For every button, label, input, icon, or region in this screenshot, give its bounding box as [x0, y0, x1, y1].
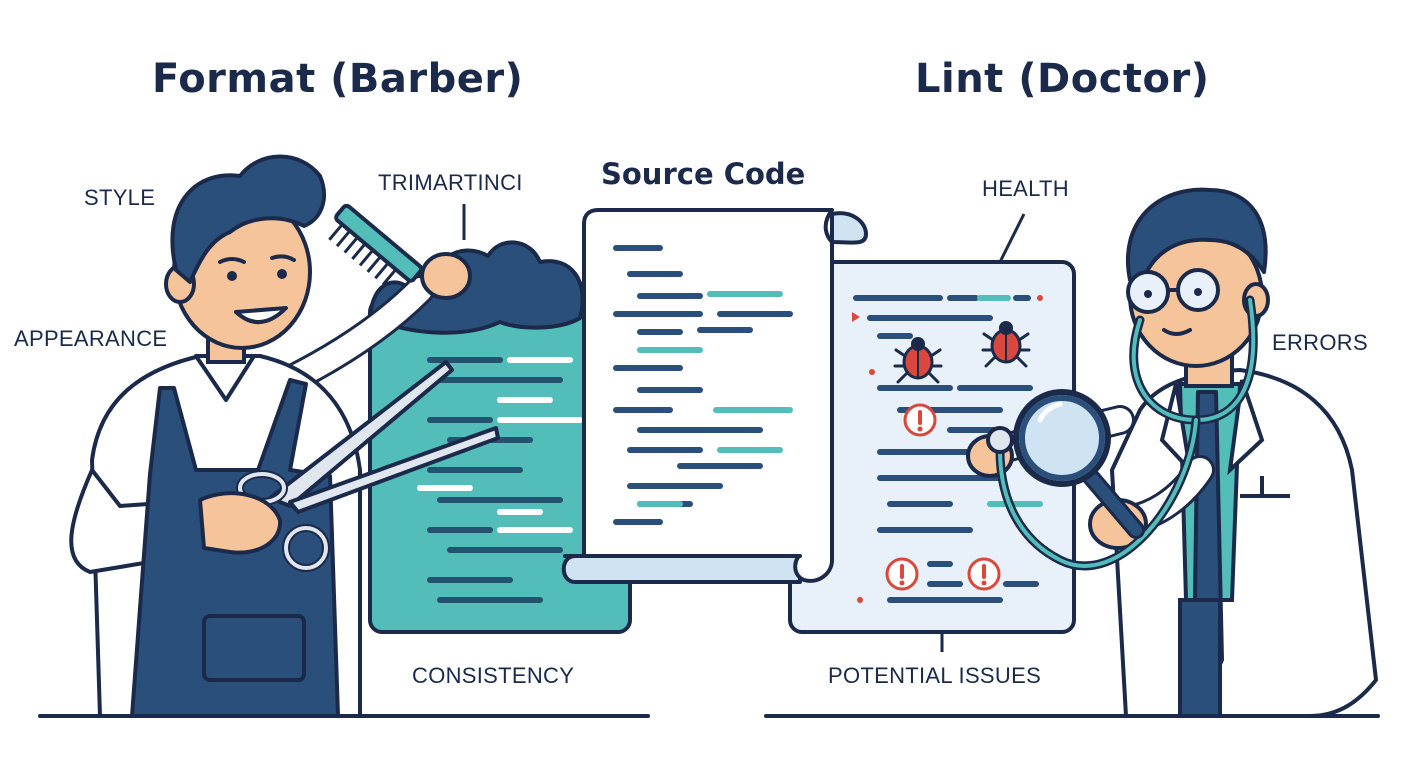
- lint-title: Lint (Doctor): [915, 56, 1210, 102]
- source-code-scroll: [561, 208, 868, 584]
- linted-code-document: [788, 260, 1076, 634]
- bug-icon: [893, 337, 943, 384]
- warning-icon: [885, 557, 919, 591]
- stethoscope-icon: [986, 295, 1258, 571]
- potential-issues-label: POTENTIAL ISSUES: [828, 663, 1042, 688]
- warning-icon: [903, 403, 937, 437]
- errors-label: ERRORS: [1272, 330, 1368, 355]
- magnifier-icon: [1013, 389, 1145, 539]
- warning-icon: [967, 557, 1001, 591]
- scissors-icon: [236, 360, 500, 572]
- source-code-label: Source Code: [601, 157, 806, 191]
- bug-icon: [981, 321, 1031, 368]
- health-pointer: [998, 213, 1026, 263]
- trim-label: TRIMARTINCI: [378, 170, 523, 195]
- comb-icon: [328, 203, 424, 286]
- health-label: HEALTH: [982, 176, 1069, 201]
- consistency-label: CONSISTENCY: [412, 663, 575, 688]
- style-label: STYLE: [84, 185, 156, 210]
- appearance-label: APPEARANCE: [14, 326, 168, 351]
- format-title: Format (Barber): [152, 56, 524, 102]
